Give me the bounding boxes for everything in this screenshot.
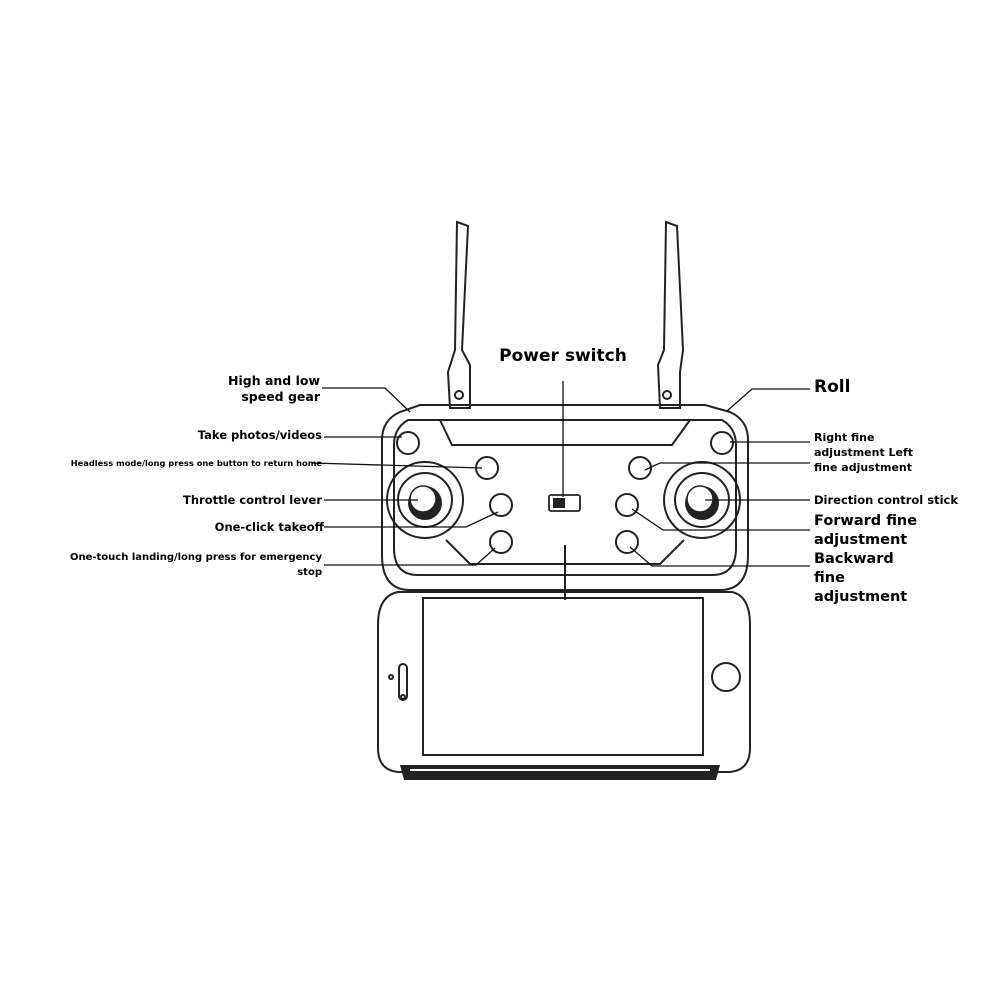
label-roll: Roll	[814, 377, 850, 397]
right-antenna	[656, 220, 685, 409]
forward-fine-adjust-button[interactable]	[615, 493, 639, 517]
one-click-takeoff-button[interactable]	[489, 493, 513, 517]
controller-body	[381, 404, 749, 600]
label-direction-stick: Direction control stick	[814, 493, 958, 507]
roll-button[interactable]	[710, 431, 734, 455]
label-right-left-fine-3: fine adjustment	[814, 461, 912, 474]
leader-backward-fine	[629, 546, 810, 567]
leader-left-fine	[644, 462, 810, 471]
label-backward-fine-2: fine	[814, 570, 845, 586]
label-high-low-gear-2: speed gear	[241, 389, 321, 404]
label-headless-mode: Headless mode/long press one button to r…	[71, 458, 323, 468]
label-forward-fine-1: Forward fine	[814, 513, 917, 529]
label-throttle: Throttle control lever	[183, 493, 322, 507]
leader-takeoff	[324, 511, 499, 528]
label-take-photos: Take photos/videos	[198, 428, 322, 442]
label-one-click-takeoff: One-click takeoff	[215, 520, 325, 534]
label-right-left-fine-1: Right fine	[814, 431, 874, 444]
label-backward-fine-1: Backward	[814, 551, 894, 567]
label-power-switch: Power switch	[499, 346, 627, 366]
label-forward-fine-2: adjustment	[814, 532, 907, 548]
leader-landing	[324, 547, 496, 566]
home-button	[711, 662, 741, 692]
label-right-left-fine-2: adjustment Left	[814, 446, 913, 459]
power-switch[interactable]	[548, 494, 581, 512]
leader-forward-fine	[631, 508, 810, 531]
label-landing-1: One-touch landing/long press for emergen…	[70, 552, 323, 563]
phone-holder	[377, 591, 751, 780]
one-touch-landing-button[interactable]	[489, 530, 513, 554]
label-landing-2: stop	[297, 567, 322, 578]
backward-fine-adjust-button[interactable]	[615, 530, 639, 554]
label-backward-fine-3: adjustment	[814, 589, 907, 605]
leader-roll	[726, 388, 810, 412]
take-photos-button[interactable]	[396, 431, 420, 455]
left-antenna	[446, 220, 471, 409]
left-fine-adjust-button[interactable]	[628, 456, 652, 480]
label-high-low-gear-1: High and low	[228, 373, 320, 388]
leader-headless-mode	[311, 462, 483, 469]
leader-high-low-gear	[322, 387, 411, 413]
